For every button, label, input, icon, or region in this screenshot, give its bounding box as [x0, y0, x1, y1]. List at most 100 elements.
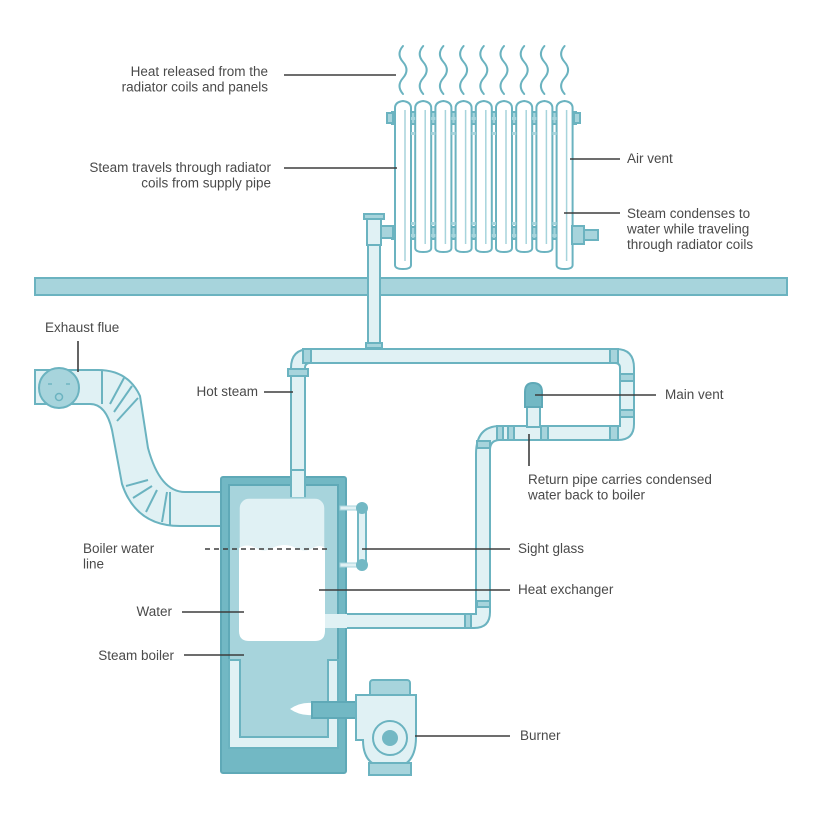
radiator-top-cap-left — [386, 112, 394, 124]
firebox — [228, 659, 339, 749]
radiator-crossbar — [431, 234, 436, 237]
label-line: water back to boiler — [527, 488, 646, 503]
heat-wave — [519, 45, 529, 95]
heat-wave — [398, 45, 408, 95]
burner-flame — [290, 702, 312, 716]
label-line: Heat released from the — [131, 64, 268, 79]
sight-glass — [339, 502, 368, 571]
radiator-crossbar — [471, 117, 476, 120]
flue-cap — [38, 367, 80, 409]
label-line: radiator coils and panels — [122, 80, 269, 95]
label-line: Main vent — [665, 387, 724, 402]
radiator-crossbar — [512, 234, 517, 237]
radiator-crossbar — [512, 117, 517, 120]
radiator-crossbar — [491, 222, 496, 225]
radiator-crossbar — [411, 117, 416, 120]
heat-wave — [438, 45, 448, 95]
heat-wave — [459, 45, 469, 95]
steam-boiler — [205, 469, 347, 774]
heat-wave — [418, 45, 428, 95]
radiator-crossbar — [532, 132, 537, 135]
steam-main-pipe — [287, 348, 635, 629]
supply-valve — [363, 213, 394, 246]
radiator-crossbar — [491, 234, 496, 237]
label-line: Exhaust flue — [45, 320, 119, 335]
label-air-vent: Air vent — [627, 151, 673, 166]
label-line: Return pipe carries condensed — [528, 472, 712, 487]
radiator-crossbar — [431, 222, 436, 225]
exhaust-flue — [34, 367, 223, 527]
radiator-section — [535, 99, 554, 254]
heat-wave — [560, 45, 570, 95]
label-line: through radiator coils — [627, 237, 753, 252]
riser-coupling — [365, 342, 383, 349]
label-line: line — [83, 557, 104, 572]
radiator-crossbar — [471, 222, 476, 225]
radiator-crossbar — [431, 132, 436, 135]
radiator-crossbar — [451, 222, 456, 225]
radiator-section — [454, 99, 473, 254]
supply-riser-pipe — [367, 244, 381, 351]
burner — [311, 679, 417, 776]
radiator-section — [515, 99, 534, 254]
leader-lines — [77, 74, 656, 737]
label-line: Burner — [520, 728, 561, 743]
radiator-crossbar — [451, 132, 456, 135]
label-heat-exchanger: Heat exchanger — [518, 582, 614, 597]
floor-slab — [34, 277, 788, 296]
radiator — [363, 99, 599, 271]
radiator-section — [394, 99, 412, 271]
radiator-crossbar — [431, 117, 436, 120]
radiator-crossbar — [532, 222, 537, 225]
main-vent — [524, 381, 543, 428]
radiator-top-cap-right — [573, 112, 581, 124]
radiator-sections — [394, 99, 574, 271]
radiator-crossbar — [411, 132, 416, 135]
radiator-crossbar — [411, 234, 416, 237]
radiator-crossbar — [552, 132, 557, 135]
label-exhaust-flue: Exhaust flue — [45, 320, 119, 335]
radiator-crossbar — [552, 234, 557, 237]
air-vent — [571, 225, 599, 245]
label-burner: Burner — [520, 728, 561, 743]
radiator-crossbar — [491, 132, 496, 135]
label-line: Sight glass — [518, 541, 584, 556]
label-water: Water — [136, 604, 172, 619]
radiator-crossbar — [411, 222, 416, 225]
label-line: Steam condenses to — [627, 206, 750, 221]
label-line: Steam travels through radiator — [89, 160, 271, 175]
label-line: Heat exchanger — [518, 582, 614, 597]
radiator-section — [474, 99, 493, 254]
heat-wave — [539, 45, 549, 95]
radiator-crossbar — [471, 234, 476, 237]
label-line: water while traveling — [626, 222, 749, 237]
radiator-crossbar — [532, 117, 537, 120]
radiator-crossbar — [471, 132, 476, 135]
label-line: Boiler water — [83, 541, 155, 556]
radiator-crossbar — [491, 117, 496, 120]
radiator-section — [434, 99, 453, 254]
radiator-crossbar — [512, 132, 517, 135]
radiator-crossbar — [552, 117, 557, 120]
label-sight-glass: Sight glass — [518, 541, 584, 556]
water — [239, 545, 325, 641]
radiator-crossbar — [532, 234, 537, 237]
label-line: coils from supply pipe — [141, 176, 271, 191]
radiator-section — [495, 99, 513, 254]
heat-waves — [398, 45, 570, 95]
heat-wave — [479, 45, 489, 95]
radiator-crossbar — [552, 222, 557, 225]
radiator-crossbar — [451, 234, 456, 237]
radiator-section — [555, 99, 574, 271]
label-steam-boiler: Steam boiler — [98, 648, 174, 663]
radiator-section — [414, 99, 433, 254]
label-line: Water — [136, 604, 172, 619]
heat-wave — [499, 45, 509, 95]
